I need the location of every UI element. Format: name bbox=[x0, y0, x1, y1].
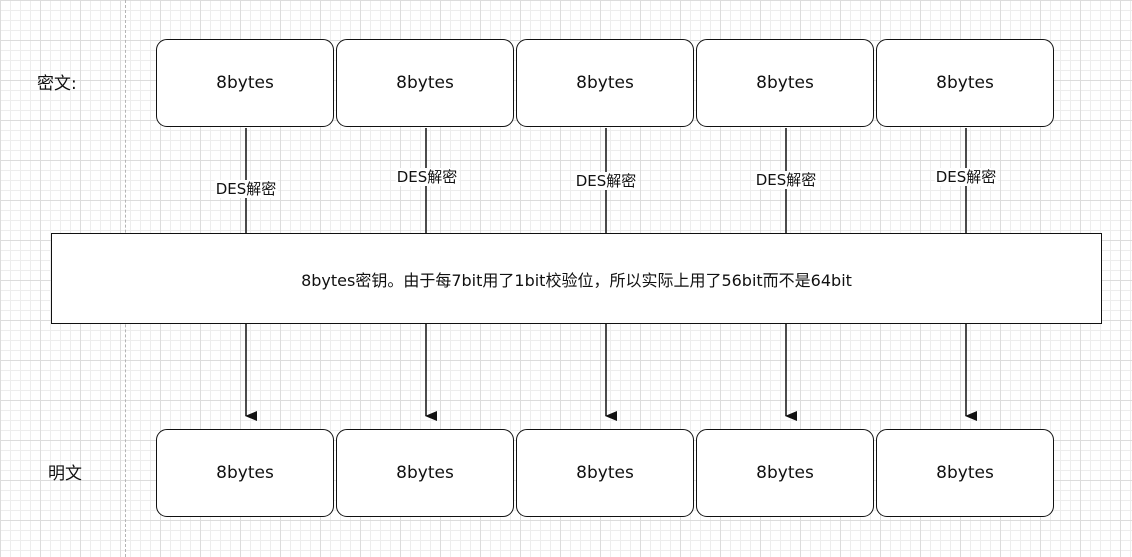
cipher-block-2[interactable]: 8bytes bbox=[336, 39, 514, 127]
cipher-block-3[interactable]: 8bytes bbox=[516, 39, 694, 127]
plain-block-5[interactable]: 8bytes bbox=[876, 429, 1054, 517]
key-description-box[interactable]: 8bytes密钥。由于每7bit用了1bit校验位，所以实际上用了56bit而不… bbox=[51, 233, 1102, 324]
plain-block-1[interactable]: 8bytes bbox=[156, 429, 334, 517]
decrypt-label-1: DES解密 bbox=[214, 180, 278, 198]
decrypt-label-4: DES解密 bbox=[754, 171, 818, 189]
plain-block-4[interactable]: 8bytes bbox=[696, 429, 874, 517]
ciphertext-row-label: 密文: bbox=[37, 74, 77, 94]
decrypt-label-2: DES解密 bbox=[395, 168, 459, 186]
cipher-block-5[interactable]: 8bytes bbox=[876, 39, 1054, 127]
cipher-block-1[interactable]: 8bytes bbox=[156, 39, 334, 127]
plain-block-2[interactable]: 8bytes bbox=[336, 429, 514, 517]
plain-block-3[interactable]: 8bytes bbox=[516, 429, 694, 517]
decrypt-label-3: DES解密 bbox=[574, 172, 638, 190]
cipher-block-4[interactable]: 8bytes bbox=[696, 39, 874, 127]
decrypt-label-5: DES解密 bbox=[934, 168, 998, 186]
plaintext-row-label: 明文 bbox=[48, 464, 82, 484]
